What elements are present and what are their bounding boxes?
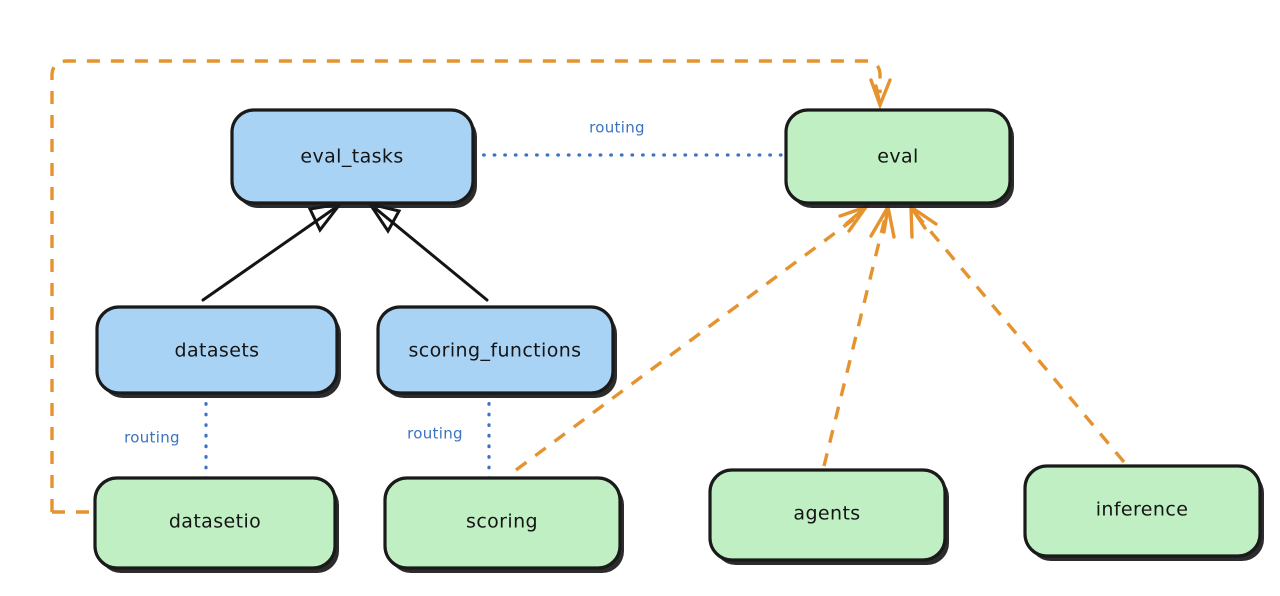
node-scoring-label: scoring <box>466 511 538 533</box>
node-eval[interactable]: eval <box>784 108 1014 208</box>
edge-eval-tasks-eval: routing <box>471 119 789 157</box>
edge-eval-datasetio-arrowhead-stem <box>874 84 882 107</box>
node-eval-label: eval <box>877 146 918 168</box>
node-datasets-body <box>95 305 339 395</box>
node-datasets[interactable]: datasets <box>95 305 341 398</box>
node-agents-label: agents <box>793 503 860 525</box>
edge-agents-eval <box>822 202 896 467</box>
node-agents-body <box>708 468 947 562</box>
node-datasetio-label: datasetio <box>169 511 261 533</box>
node-inference-body <box>1023 464 1262 558</box>
edge-inference-eval-path <box>914 212 1126 464</box>
node-datasets-label: datasets <box>175 340 260 362</box>
node-eval-tasks-body <box>230 108 475 205</box>
node-datasetio-body <box>93 476 337 570</box>
edge-scoring-functions-eval-tasks <box>366 201 489 302</box>
node-scoring[interactable]: scoring <box>383 476 624 573</box>
node-eval-tasks-label: eval_tasks <box>300 146 403 168</box>
edge-label-routing-scoring-functions: routing <box>407 425 463 443</box>
edge-inference-eval <box>909 203 1126 464</box>
node-scoring-functions[interactable]: scoring_functions <box>376 305 617 398</box>
node-datasetio[interactable]: datasetio <box>93 476 339 573</box>
node-inference[interactable]: inference <box>1023 464 1264 561</box>
node-scoring-functions-label: scoring_functions <box>409 340 582 362</box>
node-inference-label: inference <box>1096 499 1189 521</box>
edge-inference-eval-arrowhead-stem <box>909 205 927 230</box>
node-scoring-body <box>383 476 622 570</box>
edge-datasets-eval-tasks <box>201 201 344 302</box>
edge-eval-datasetio <box>50 59 892 514</box>
edge-agents-eval-path <box>822 213 888 467</box>
edge-scoring-eval-arrowhead-stem <box>844 205 868 226</box>
edge-datasets-eval-tasks-path <box>201 206 337 302</box>
node-eval-body <box>784 108 1012 205</box>
edge-eval-datasetio-path <box>50 59 882 512</box>
node-eval-tasks[interactable]: eval_tasks <box>230 108 477 208</box>
edge-agents-eval-arrowhead-stem <box>882 205 890 234</box>
edge-label-routing-eval-tasks: routing <box>589 119 645 137</box>
node-agents[interactable]: agents <box>708 468 949 565</box>
edge-datasets-datasetio: routing <box>124 391 208 482</box>
edge-label-routing-datasets: routing <box>124 429 180 447</box>
node-scoring-functions-body <box>376 305 615 395</box>
edge-scoring-functions-scoring: routing <box>407 391 491 482</box>
